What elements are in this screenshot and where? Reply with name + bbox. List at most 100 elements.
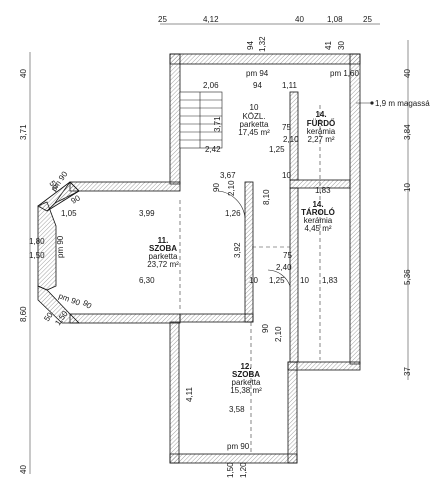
dim-top-4: 1,08 xyxy=(327,15,343,24)
wall-tároló-left xyxy=(289,187,299,363)
dashed-lines xyxy=(179,105,321,454)
dim-left-2: 3,71 xyxy=(19,124,28,140)
dim-top-1: 25 xyxy=(158,15,167,24)
dim-right-3: 10 xyxy=(403,183,412,192)
dim-left-4: 40 xyxy=(19,465,28,474)
dim-10b: 10 xyxy=(249,276,258,285)
dim-pm94: pm 94 xyxy=(246,69,269,78)
dim-242: 2,42 xyxy=(205,145,221,154)
wall-lower-right xyxy=(287,361,298,464)
dim-132: 1,32 xyxy=(258,36,267,52)
room-szoba12-number: 12. xyxy=(240,362,251,371)
dimension-lines xyxy=(29,23,409,474)
dim-right-5: 37 xyxy=(403,367,412,376)
room-kozl: 10 KÖZL. parketta 17,45 m² xyxy=(238,103,270,137)
dim-240: 2,40 xyxy=(276,263,292,272)
dim-183b: 1,83 xyxy=(322,276,338,285)
dim-41: 41 xyxy=(324,41,333,50)
wall-room11-bottom xyxy=(69,313,181,324)
room-szoba-11: 11. SZOBA parketta 23,72 m² xyxy=(147,236,179,269)
dim-126: 1,26 xyxy=(225,209,241,218)
dim-150c: 1,50 xyxy=(226,462,235,478)
bay-top-wall xyxy=(37,181,80,212)
room-furdo-number: 14. xyxy=(315,110,326,119)
dim-left-3: 8,60 xyxy=(19,306,28,322)
dim-210b: 2,10 xyxy=(227,180,236,196)
dim-399: 3,99 xyxy=(139,209,155,218)
dim-90a: 90 xyxy=(212,183,221,192)
room-kozl-area: 17,45 m² xyxy=(238,128,270,137)
wall-right xyxy=(349,53,361,365)
dim-right-2: 3,84 xyxy=(403,124,412,140)
dim-75b: 75 xyxy=(283,251,292,260)
room-szoba-12: 12. SZOBA parketta 15,38 m² xyxy=(230,362,262,395)
dim-30: 30 xyxy=(337,41,346,50)
dim-right-4: 5,36 xyxy=(403,269,412,285)
room-furdo-area: 2,27 m² xyxy=(307,135,334,144)
dim-10a: 10 xyxy=(282,171,291,180)
dims-left: 40 3,71 8,60 40 xyxy=(19,69,28,474)
dim-pm90a: pm 90 xyxy=(56,235,65,258)
room-tarolo-area: 4,45 m² xyxy=(304,224,331,233)
room-szoba12-name: SZOBA xyxy=(232,370,260,379)
bay-left xyxy=(37,201,57,291)
room-szoba12-area: 15,38 m² xyxy=(230,386,262,395)
room-szoba12-floor: parketta xyxy=(232,378,261,387)
dim-183a: 1,83 xyxy=(315,186,331,195)
dim-94b: 94 xyxy=(253,81,262,90)
dim-411: 4,11 xyxy=(185,386,194,402)
room-szoba11-floor: parketta xyxy=(149,252,178,261)
room-furdo-name: FÜRDŐ xyxy=(307,119,335,128)
room-tarolo: 14. TÁROLÓ kerámia 4,45 m² xyxy=(301,200,335,233)
wall-partition-vertical xyxy=(244,181,254,323)
dim-75a: 75 xyxy=(282,123,291,132)
dim-top-3: 40 xyxy=(295,15,304,24)
stairs xyxy=(179,91,223,149)
room-furdo: 14. FÜRDŐ kerámia 2,27 m² xyxy=(307,110,336,144)
room-kozl-number: 10 xyxy=(250,103,259,112)
dim-top-2: 4,12 xyxy=(203,15,219,24)
dim-371: 3,71 xyxy=(213,116,222,132)
dim-810: 8,10 xyxy=(262,189,271,205)
room-tarolo-number: 14. xyxy=(312,200,323,209)
dim-210c: 2,10 xyxy=(274,326,283,342)
dim-358: 3,58 xyxy=(229,405,245,414)
walls xyxy=(37,53,361,464)
room-tarolo-name: TÁROLÓ xyxy=(301,208,335,217)
room-tarolo-floor: kerámia xyxy=(304,216,333,225)
dim-94a: 94 xyxy=(246,41,255,50)
room-kozl-floor: parketta xyxy=(240,120,269,129)
wall-step xyxy=(287,361,361,371)
height-annotation: 1,9 m magassá xyxy=(375,99,430,108)
dim-125a: 1,25 xyxy=(269,145,285,154)
wall-bottom xyxy=(169,453,298,464)
dim-111: 1,11 xyxy=(282,81,298,90)
dim-90c: 90 xyxy=(81,298,94,311)
wall-upper-left xyxy=(169,53,181,185)
dim-206: 2,06 xyxy=(203,81,219,90)
room-kozl-name: KÖZL. xyxy=(242,112,265,121)
wall-room11-top xyxy=(69,181,181,192)
wall-lower-left xyxy=(169,321,180,464)
bay-bottom xyxy=(37,285,80,324)
dim-125b: 1,25 xyxy=(269,276,285,285)
room-szoba11-area: 23,72 m² xyxy=(147,260,179,269)
dim-90d: 90 xyxy=(261,324,270,333)
dim-pm160: pm 1,60 xyxy=(330,69,359,78)
dim-210a: 2,10 xyxy=(283,135,299,144)
dim-105: 1,05 xyxy=(61,209,77,218)
wall-partition-horizontal xyxy=(179,313,254,323)
room-szoba11-name: SZOBA xyxy=(149,244,177,253)
wall-top xyxy=(169,53,361,65)
dim-367: 3,67 xyxy=(220,171,236,180)
dim-top-5: 25 xyxy=(363,15,372,24)
room-furdo-floor: kerámia xyxy=(307,127,336,136)
room-szoba11-number: 11. xyxy=(158,236,169,245)
dim-pm90d: pm 90 xyxy=(227,442,250,451)
dims-top: 25 4,12 40 1,08 25 xyxy=(158,15,372,24)
dim-left-1: 40 xyxy=(19,69,28,78)
dim-630: 6,30 xyxy=(139,276,155,285)
dim-120: 1,20 xyxy=(239,462,248,478)
dims-right: 40 3,84 10 5,36 37 xyxy=(403,69,412,376)
